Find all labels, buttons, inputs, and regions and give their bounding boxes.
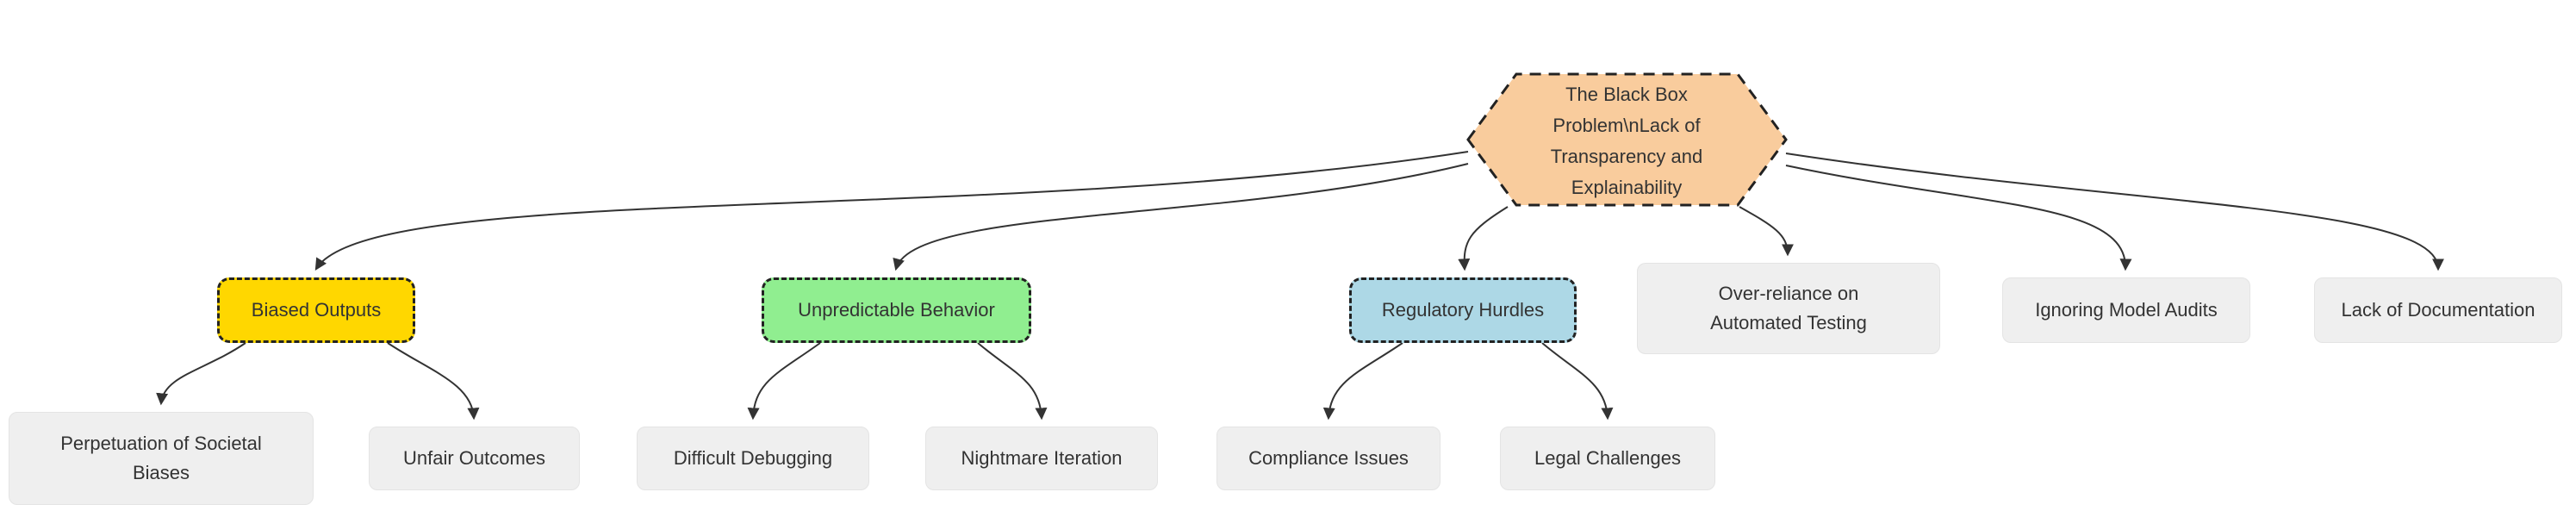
node-label: Ignoring Model Audits (2035, 299, 2218, 321)
node-lack-documentation: Lack of Documentation (2314, 277, 2562, 343)
node-biased-outputs: Biased Outputs (217, 277, 415, 343)
node-label-line: Biases (132, 462, 190, 483)
root-label-line: The Black Box (1565, 84, 1688, 105)
edge-root-to-lack-documentation (1785, 153, 2444, 271)
edge-root-to-regulatory-hurdles (1458, 206, 1509, 271)
root-hexagon-shape (1466, 72, 1788, 207)
edge-root-to-overreliance-testing (1739, 206, 1794, 257)
edge-unpredictable-to-difficult-debugging (747, 342, 821, 420)
node-regulatory-hurdles: Regulatory Hurdles (1349, 277, 1577, 343)
node-label: Unfair Outcomes (402, 447, 546, 469)
node-root-label: The Black Box Problem\nLack of Transpare… (1499, 79, 1754, 203)
node-label-line: Over-reliance on (1718, 283, 1859, 304)
node-legal-challenges: Legal Challenges (1500, 427, 1715, 490)
root-label-line: Explainability (1571, 177, 1683, 198)
root-label-line: Problem\nLack of (1552, 115, 1701, 136)
edge-root-to-biased-outputs (314, 151, 1469, 271)
edge-biased-to-perpetuation (156, 342, 246, 406)
node-label: Compliance Issues (1248, 447, 1409, 469)
edge-unpredictable-to-nightmare-iteration (977, 342, 1048, 420)
node-compliance-issues: Compliance Issues (1216, 427, 1440, 490)
node-label: Legal Challenges (1534, 447, 1682, 469)
node-overreliance-testing: Over-reliance on Automated Testing (1637, 263, 1940, 354)
node-label: Biased Outputs (251, 299, 382, 321)
node-label: Nightmare Iteration (961, 447, 1123, 469)
node-nightmare-iteration: Nightmare Iteration (925, 427, 1158, 490)
node-ignoring-audits: Ignoring Model Audits (2002, 277, 2250, 343)
edge-root-to-unpredictable-behavior (893, 163, 1469, 271)
node-difficult-debugging: Difficult Debugging (637, 427, 869, 490)
node-label: Lack of Documentation (2341, 299, 2536, 321)
node-label: Difficult Debugging (673, 447, 833, 469)
node-label: Regulatory Hurdles (1381, 299, 1545, 321)
node-unfair-outcomes: Unfair Outcomes (369, 427, 580, 490)
edge-regulatory-to-compliance-issues (1322, 342, 1403, 420)
node-perpetuation-biases: Perpetuation of Societal Biases (9, 412, 314, 505)
node-unpredictable-behavior: Unpredictable Behavior (762, 277, 1031, 343)
node-label-line: Automated Testing (1710, 312, 1867, 333)
edge-root-to-ignoring-audits (1785, 165, 2132, 271)
node-label-line: Perpetuation of Societal (60, 433, 262, 454)
edge-regulatory-to-legal-challenges (1541, 342, 1614, 420)
root-label-line: Transparency and (1550, 146, 1703, 167)
node-label: Unpredictable Behavior (798, 299, 995, 321)
edge-biased-to-unfair-outcomes (387, 342, 480, 420)
